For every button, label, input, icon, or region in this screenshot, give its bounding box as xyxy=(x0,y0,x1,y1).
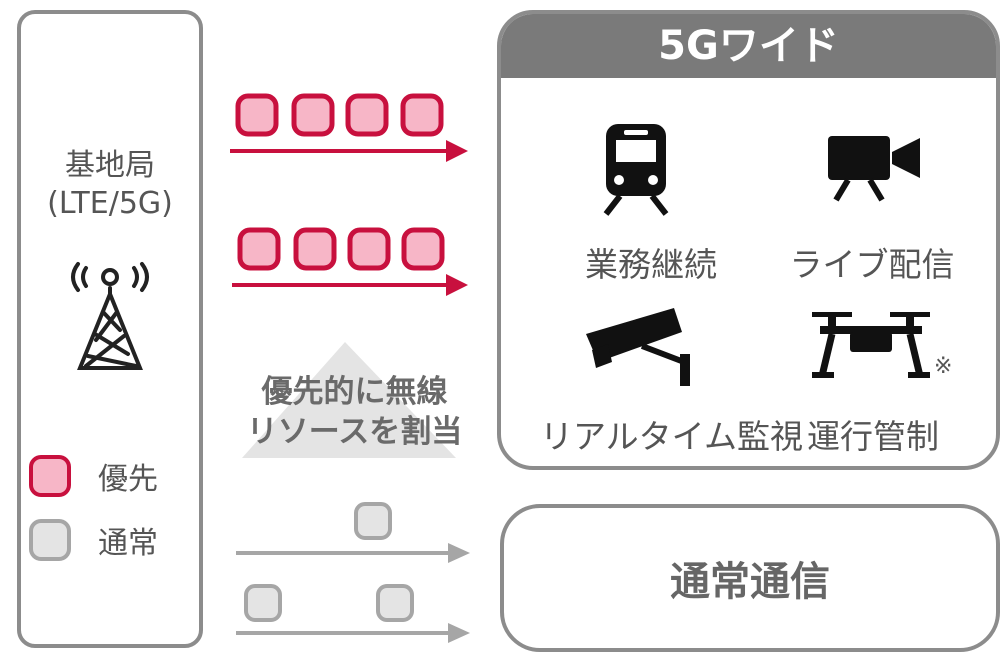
use-case-operation-control: 運行管制 xyxy=(807,417,939,456)
security-camera-icon xyxy=(586,308,690,386)
normal-flow-2 xyxy=(236,584,470,643)
priority-legend-swatch xyxy=(29,455,71,497)
drone-note-mark: ※ xyxy=(934,354,953,379)
train-icon xyxy=(603,124,669,216)
use-case-business-continuity: 業務継続 xyxy=(585,245,717,284)
priority-flow-1 xyxy=(230,93,468,162)
priority-legend-label: 優先 xyxy=(98,462,158,497)
use-case-realtime-monitoring: リアルタイム監視 xyxy=(540,417,804,456)
normal-flow-1 xyxy=(236,502,470,563)
normal-communication-box: 通常通信 xyxy=(500,504,1000,652)
priority-note-line2: リソースを割当 xyxy=(246,414,463,450)
video-camera-icon xyxy=(828,136,920,202)
drone-icon xyxy=(812,312,930,378)
5g-wide-box: 5Gワイド xyxy=(497,10,1000,470)
base-station-title: 基地局 xyxy=(65,148,155,183)
cell-tower-icon xyxy=(71,262,149,370)
base-station-subtitle: (LTE/5G) xyxy=(47,186,173,221)
5g-wide-title: 5Gワイド xyxy=(501,14,996,78)
traffic-flows xyxy=(230,93,470,643)
priority-note-line1: 優先的に無線 xyxy=(261,374,448,410)
priority-flow-2 xyxy=(232,227,468,296)
priority-triangle xyxy=(242,342,456,458)
priority-allocation-note: 優先的に無線 リソースを割当 xyxy=(232,372,477,452)
use-case-live-streaming: ライブ配信 xyxy=(789,245,955,284)
normal-legend-swatch xyxy=(29,519,71,561)
normal-communication-title: 通常通信 xyxy=(670,559,830,605)
normal-legend-label: 通常 xyxy=(98,526,158,561)
